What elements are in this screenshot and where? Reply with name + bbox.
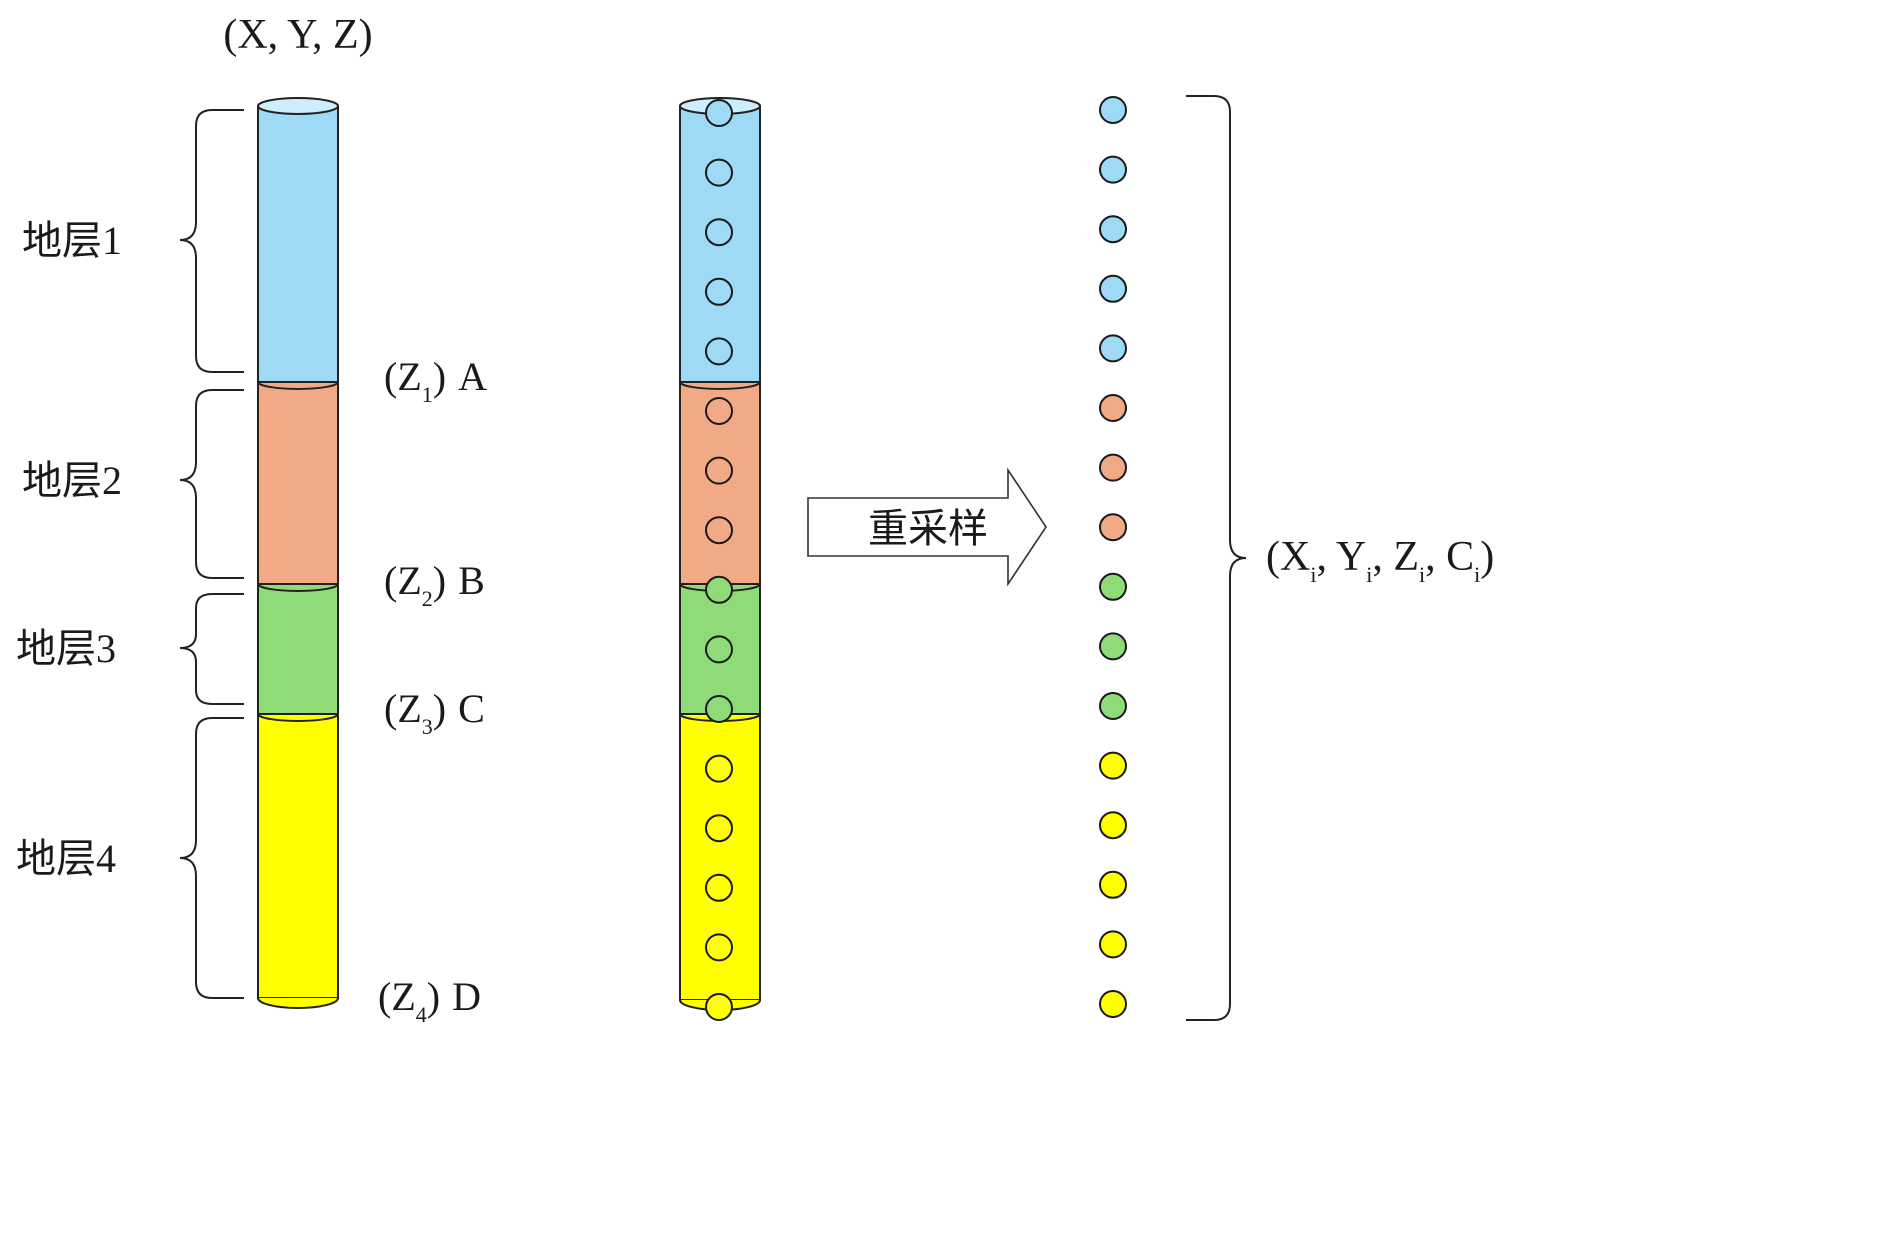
output-label: (Xi, Yi, Zi, Ci) [1266, 534, 1494, 587]
resampled-point [1099, 274, 1127, 303]
borehole-column-middle [679, 97, 761, 1021]
brace-output [1186, 95, 1247, 1021]
column-sample-circle [705, 337, 733, 366]
resampled-point [1099, 632, 1127, 661]
borehole-column-left [257, 97, 339, 1009]
resampled-point [1099, 572, 1127, 601]
column-left-bottom-edge [257, 997, 339, 1009]
brace-layer-2 [179, 389, 244, 579]
resampled-point [1099, 870, 1127, 899]
layer-label-3: 地层3 [16, 626, 116, 671]
resample-arrow: 重采样 [807, 467, 1047, 587]
column-sample-circle [705, 754, 733, 783]
top-coordinate-label: (X, Y, Z) [223, 12, 372, 58]
boundary-label-c: (Z3)C [384, 686, 485, 739]
column-left-layer-4 [257, 713, 339, 999]
resampled-point [1099, 811, 1127, 840]
resampled-point [1099, 751, 1127, 780]
layer-label-4: 地层4 [16, 836, 116, 881]
column-left-layer-2 [257, 381, 339, 585]
column-sample-circle [705, 993, 733, 1021]
brace-layer-3 [179, 593, 244, 705]
boundary-label-d: (Z4)D [378, 974, 481, 1027]
resampled-point [1099, 394, 1127, 422]
column-sample-circle [705, 933, 733, 962]
boundary-label-a: (Z1)A [384, 354, 487, 407]
resampled-point [1099, 96, 1127, 124]
layer-label-2: 地层2 [22, 458, 122, 503]
column-sample-circle [705, 158, 733, 187]
column-sample-circle [705, 873, 733, 902]
column-sample-circle [705, 397, 733, 425]
resampled-points [1099, 96, 1127, 1018]
column-left-layer-1 [257, 105, 339, 383]
arrow-shape [807, 467, 1047, 587]
layer-braces [179, 109, 244, 999]
column-sample-circle [705, 575, 733, 604]
column-sample-circle [705, 695, 733, 723]
column-left-boundary-c [257, 713, 339, 722]
resampled-point [1099, 692, 1127, 720]
resampled-point [1099, 930, 1127, 959]
column-sample-circle [705, 635, 733, 664]
column-left-top-cap [257, 97, 339, 115]
column-left-boundary-a [257, 381, 339, 390]
column-sample-circle [705, 277, 733, 306]
brace-layer-1 [179, 109, 244, 373]
resampled-point [1099, 453, 1127, 482]
resampled-point [1099, 215, 1127, 244]
resampled-point [1099, 990, 1127, 1018]
column-sample-circles [705, 99, 733, 1021]
layer-label-1: 地层1 [22, 218, 122, 263]
column-sample-circle [705, 814, 733, 843]
arrow-label: 重采样 [868, 506, 988, 551]
brace-layer-4 [179, 717, 244, 999]
resampled-point [1099, 334, 1127, 363]
column-sample-circle [705, 516, 733, 545]
resampled-point [1099, 513, 1127, 542]
layer-labels: 地层1 地层2 地层3 地层4 [16, 218, 122, 881]
resampling-diagram: (X, Y, Z) 地层1 地层2 地层3 地层4 (Z1)A (Z2)B (Z… [16, 12, 1494, 1027]
boundary-labels: (Z1)A (Z2)B (Z3)C (Z4)D [378, 354, 487, 1027]
column-sample-circle [705, 218, 733, 247]
column-left-boundary-b [257, 583, 339, 592]
column-mid-boundary-a [679, 381, 761, 390]
resampled-point [1099, 155, 1127, 184]
column-sample-circle [705, 456, 733, 485]
column-sample-circle [705, 99, 733, 127]
column-left-layer-3 [257, 583, 339, 715]
boundary-label-b: (Z2)B [384, 558, 485, 611]
